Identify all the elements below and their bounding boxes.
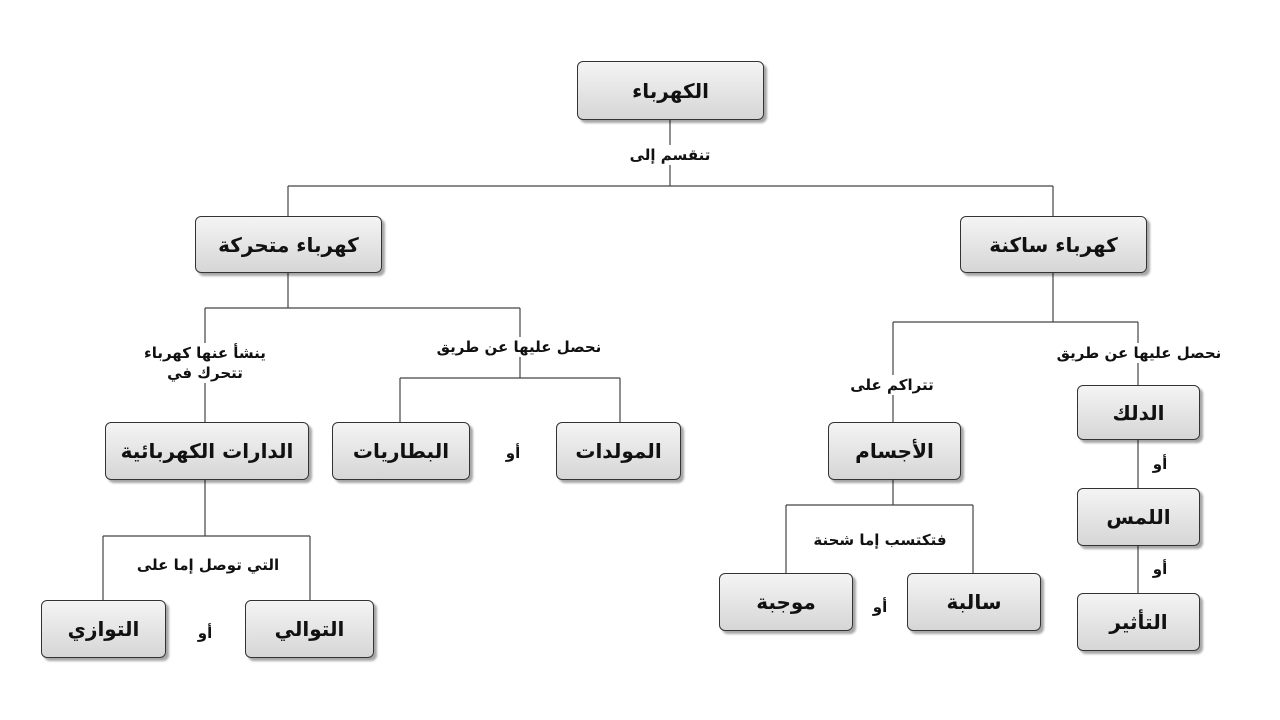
node-generators: المولدات xyxy=(556,422,681,480)
node-bodies: الأجسام xyxy=(828,422,961,480)
or-connector-contact-induction: أو xyxy=(1152,560,1168,578)
node-contact: اللمس xyxy=(1077,488,1200,546)
or-connector-circuits: أو xyxy=(197,624,213,642)
node-dynamic-electricity: كهرباء متحركة xyxy=(195,216,382,273)
node-batteries: البطاريات xyxy=(332,422,470,480)
or-connector-sources: أو xyxy=(505,444,521,462)
label-produces-line1: ينشأ عنها كهرباء xyxy=(144,344,266,362)
label-obtained-via-dynamic: نحصل عليها عن طريق xyxy=(418,337,620,357)
node-parallel: التوازي xyxy=(41,600,166,658)
label-acquire-charge: فتكتسب إما شحنة xyxy=(798,530,962,550)
node-series: التوالي xyxy=(245,600,374,658)
label-accumulates-on: تتراكم على xyxy=(836,375,948,395)
node-static-electricity: كهرباء ساكنة xyxy=(960,216,1147,273)
or-connector-charges: أو xyxy=(872,598,888,616)
node-electricity: الكهرباء xyxy=(577,61,764,120)
label-obtained-via-static: نحصل عليها عن طريق xyxy=(1038,343,1240,363)
node-negative: سالبة xyxy=(907,573,1041,631)
or-connector-friction-contact: أو xyxy=(1152,455,1168,473)
node-friction: الدلك xyxy=(1077,385,1200,440)
label-produces-line2: تتحرك في xyxy=(167,364,243,382)
node-induction: التأثير xyxy=(1077,593,1200,651)
label-divides-into: تنقسم إلى xyxy=(620,145,720,165)
label-produces-flowing: ينشأ عنها كهرباء تتحرك في xyxy=(125,343,285,383)
node-positive: موجبة xyxy=(719,573,853,631)
label-connected-either: التي توصل إما على xyxy=(118,555,298,575)
node-electric-circuits: الدارات الكهربائية xyxy=(105,422,309,480)
